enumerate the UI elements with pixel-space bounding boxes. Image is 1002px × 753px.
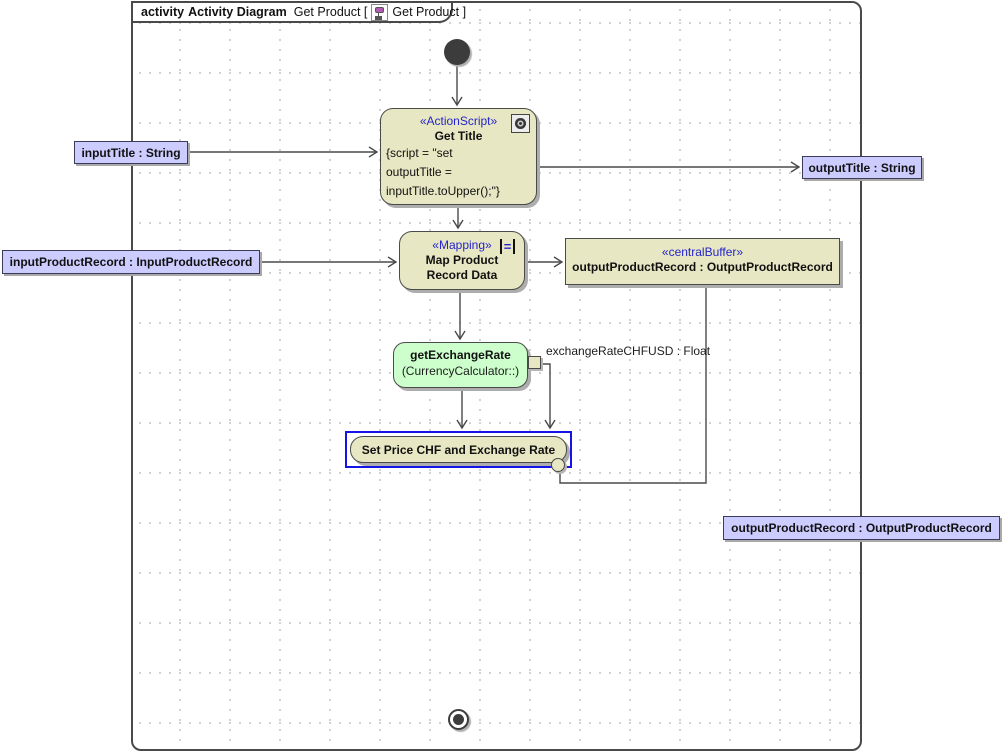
buffer-name: outputProductRecord : OutputProductRecor… — [572, 260, 833, 274]
parameter-input-product-record[interactable]: inputProductRecord : InputProductRecord — [2, 250, 260, 274]
central-buffer-output-product-record[interactable]: «centralBuffer» outputProductRecord : Ou… — [565, 238, 840, 285]
initial-node[interactable] — [444, 39, 470, 65]
script-text-line: inputTitle.toUpper();"} — [386, 184, 500, 198]
diagram-frame-header[interactable]: activity Activity Diagram Get Product [ … — [131, 1, 466, 23]
output-pin-exchange-rate[interactable] — [528, 356, 541, 369]
call-name: getExchangeRate — [410, 348, 511, 362]
script-text-line: outputTitle = — [386, 165, 452, 179]
frame-diagram-name: Get Product [ — [293, 5, 368, 19]
action-name: Map Product — [425, 253, 499, 267]
action-name: Record Data — [426, 268, 498, 282]
action-name: Set Price CHF and Exchange Rate — [361, 442, 556, 457]
action-get-title[interactable]: «ActionScript» Get Title {script = "set … — [380, 108, 537, 205]
stereotype-actionscript: «ActionScript» — [419, 114, 498, 128]
parameter-input-title[interactable]: inputTitle : String — [74, 141, 188, 164]
call-qualifier: (CurrencyCalculator::) — [401, 364, 520, 378]
call-behavior-get-exchange-rate[interactable]: getExchangeRate (CurrencyCalculator::) — [393, 342, 528, 388]
parameter-output-product-record[interactable]: outputProductRecord : OutputProductRecor… — [723, 516, 1000, 540]
pin-label-exchange-rate: exchangeRateCHFUSD : Float — [546, 344, 711, 358]
action-set-price[interactable]: Set Price CHF and Exchange Rate — [350, 436, 567, 463]
parameter-output-title[interactable]: outputTitle : String — [802, 156, 922, 179]
input-pin-set-price[interactable] — [551, 458, 565, 472]
stereotype-central-buffer: «centralBuffer» — [661, 245, 744, 259]
gear-icon — [511, 114, 530, 133]
action-map-product-record-data[interactable]: «Mapping» = Map Product Record Data — [399, 231, 525, 290]
frame-diagram-type: Activity Diagram — [188, 5, 287, 19]
script-text-line: {script = "set — [386, 146, 453, 160]
frame-diagram-name-close: Get Product ] — [392, 5, 467, 19]
stereotype-mapping: «Mapping» — [432, 238, 492, 252]
mapping-icon: = — [498, 238, 517, 255]
action-name: Get Title — [434, 129, 483, 143]
activity-final-node[interactable] — [448, 709, 469, 730]
activity-diagram-icon — [371, 3, 389, 21]
frame-keyword: activity — [141, 5, 185, 19]
